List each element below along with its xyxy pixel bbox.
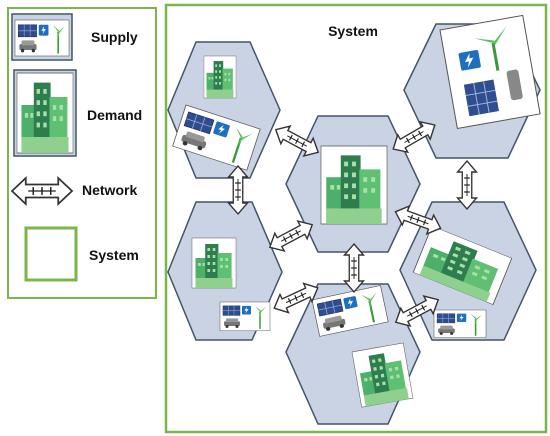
hex-cell-bottom (285, 283, 421, 425)
legend-supply-label: Supply (91, 29, 138, 45)
hex-cell-center (285, 115, 421, 253)
legend-system-icon (24, 226, 78, 282)
hex-cell-top-right (403, 14, 541, 159)
legend-network-label: Network (82, 182, 138, 198)
legend-demand-icon (13, 69, 77, 157)
legend-demand-label: Demand (87, 107, 143, 123)
legend-panel (7, 7, 157, 299)
hex-cell-top-left (167, 41, 281, 179)
system-title: System (328, 23, 378, 39)
legend-system-label: System (89, 247, 139, 263)
hex-cell-left (167, 201, 283, 341)
legend-supply-icon (11, 13, 73, 61)
